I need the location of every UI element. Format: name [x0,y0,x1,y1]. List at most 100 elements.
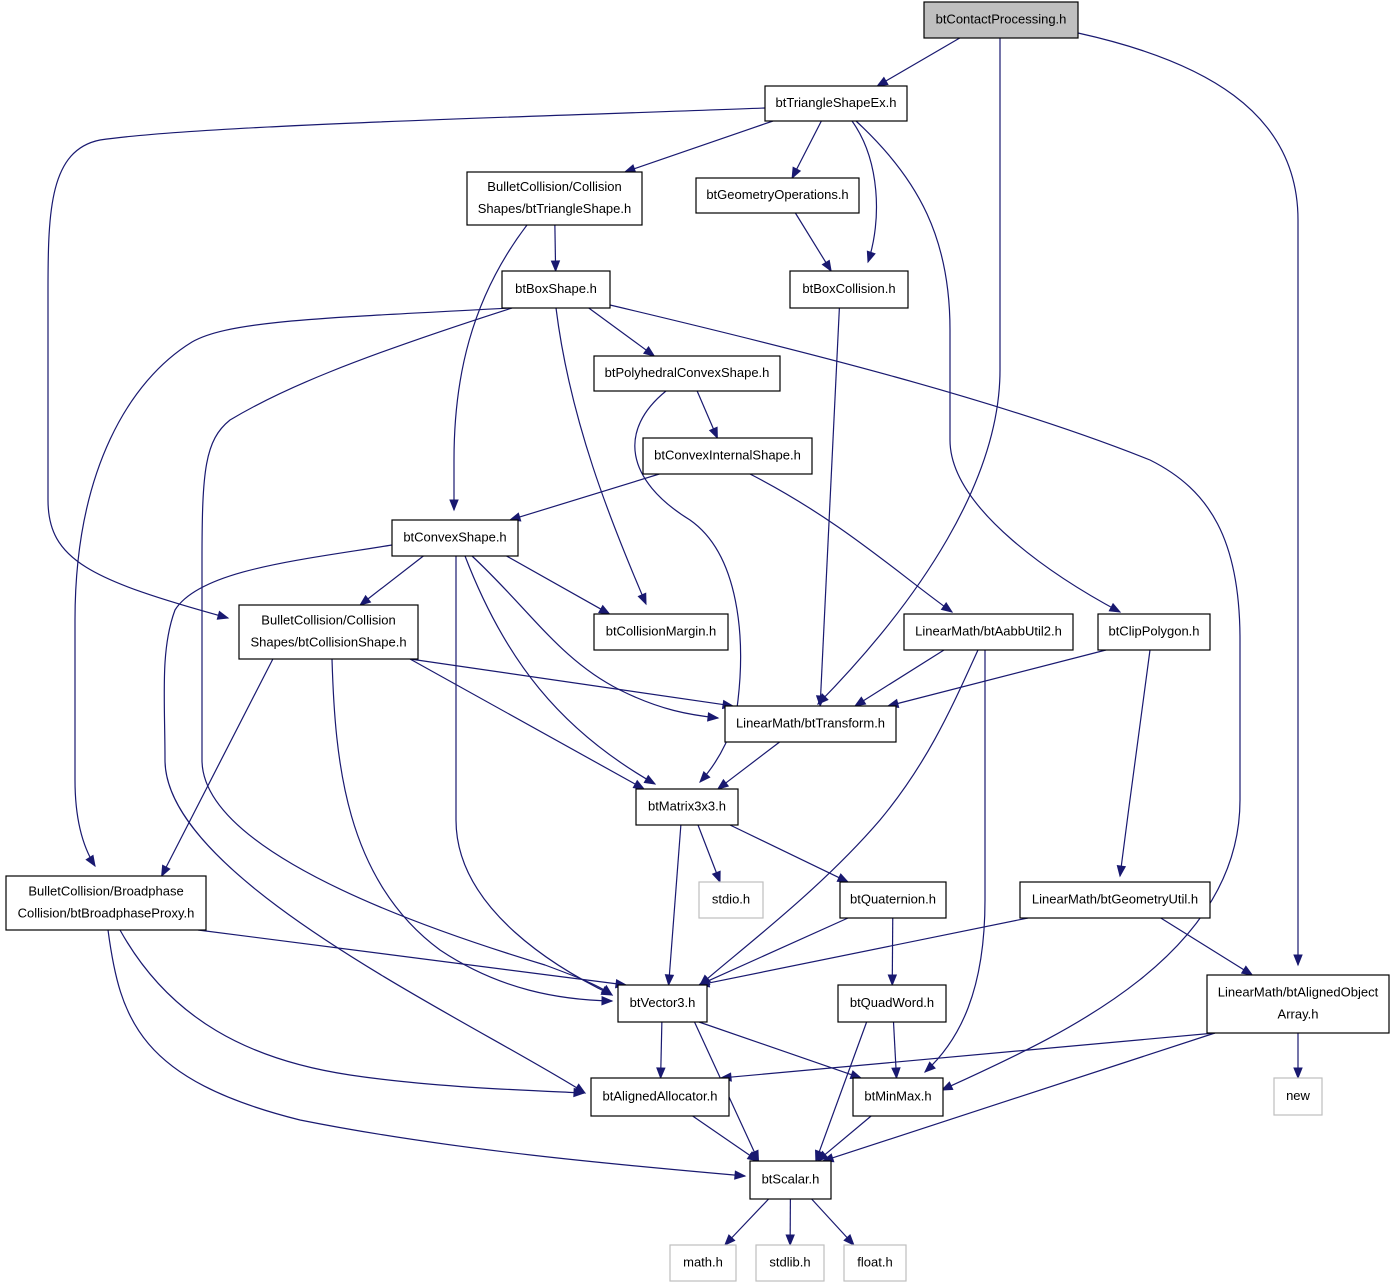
edge-alignedalloc-to-scalar [692,1115,760,1162]
node-vector3[interactable]: btVector3.h [617,984,708,1023]
edge-bc_broadphase-to-scalar [107,929,747,1180]
edge-quaternion-to-quadword [887,917,898,987]
node-polyconvex[interactable]: btPolyhedralConvexShape.h [593,355,781,392]
node-label: new [1286,1088,1310,1103]
node-box [837,984,947,1023]
edge-line [660,1021,663,1070]
edge-line [464,555,656,785]
node-box [903,613,1074,651]
node-boxcoll[interactable]: btBoxCollision.h [789,270,909,309]
arrowhead-icon [1293,954,1303,967]
node-stdlib: stdlib.h [755,1244,825,1282]
arrowhead-icon [849,1070,863,1080]
node-clippoly[interactable]: btClipPolygon.h [1097,613,1211,651]
arrowhead-icon [1116,864,1127,878]
node-label: btScalar.h [762,1171,820,1186]
node-convexshape[interactable]: btConvexShape.h [391,519,519,557]
edge-quaternion-to-vector3 [697,917,849,986]
edge-bc_broadphase-to-alignedalloc [119,929,586,1098]
arrowhead-icon [642,345,656,357]
node-box [698,881,764,919]
node-bc_broadphase[interactable]: BulletCollision/BroadphaseCollision/btBr… [5,875,207,931]
edge-line [609,304,1241,1091]
node-box [5,875,207,931]
node-label: btBoxCollision.h [802,281,895,296]
edge-boxcoll-to-transform [815,307,840,708]
node-box [1097,613,1211,651]
arrowhead-icon [664,974,675,987]
edge-line [730,1198,770,1239]
edge-line [668,824,682,977]
edge-bc_broadphase-to-vector3 [197,929,628,989]
node-label: math.h [683,1254,723,1269]
node-geomops[interactable]: btGeometryOperations.h [695,177,860,214]
edge-line [811,1198,849,1239]
arrowhead-icon [601,996,614,1006]
edge-line [554,224,557,263]
node-boxshape[interactable]: btBoxShape.h [501,270,611,309]
edge-line [851,120,878,263]
edge-line [794,212,827,264]
node-label: btAlignedAllocator.h [603,1088,718,1103]
node-label: LinearMath/btAabbUtil2.h [915,623,1062,638]
arrowhead-icon [924,1061,936,1073]
edge-geomutil-to-vector3 [697,917,1029,988]
node-label: Collision/btBroadphaseProxy.h [18,905,195,920]
node-collmargin[interactable]: btCollisionMargin.h [593,613,729,651]
node-scalar[interactable]: btScalar.h [749,1160,832,1200]
node-transform[interactable]: LinearMath/btTransform.h [724,705,897,743]
node-label: btMinMax.h [864,1088,931,1103]
arrowhead-icon [573,1087,586,1098]
arrowhead-icon [449,499,459,512]
node-label: btConvexInternalShape.h [654,447,801,462]
arrowhead-icon [707,712,720,722]
arrowhead-icon [866,250,876,264]
node-label: BulletCollision/Collision [261,612,395,627]
node-bc_collshape[interactable]: BulletCollision/CollisionShapes/btCollis… [238,604,419,660]
node-label: BulletCollision/Collision [487,179,621,194]
edge-convexinternal-to-aabbutil [749,473,954,613]
node-matrix[interactable]: btMatrix3x3.h [635,788,739,826]
edge-root-to-trishapeex [876,37,961,87]
node-box [669,1244,737,1282]
edge-alignedobj-to-new [1293,1033,1303,1080]
node-quaternion[interactable]: btQuaternion.h [839,881,947,919]
arrowhead-icon [637,592,647,606]
edge-line [795,120,822,171]
arrowhead-icon [891,1067,901,1080]
node-geomutil[interactable]: LinearMath/btGeometryUtil.h [1019,881,1211,919]
node-convexinternal[interactable]: btConvexInternalShape.h [642,437,813,475]
edge-trishapeex-to-bc_collshape [47,107,766,620]
edge-line [724,741,780,785]
arrowhead-icon [656,1067,666,1080]
node-aabbutil[interactable]: LinearMath/btAabbUtil2.h [903,613,1074,651]
node-quadword[interactable]: btQuadWord.h [837,984,947,1023]
node-bc_trishape[interactable]: BulletCollision/CollisionShapes/btTriang… [466,171,643,226]
node-alignedalloc[interactable]: btAlignedAllocator.h [590,1077,730,1117]
edge-line [471,555,719,719]
node-box [501,270,611,309]
arrowhead-icon [643,774,657,785]
node-box [593,355,781,392]
edge-trishapeex-to-geomops [791,120,822,180]
node-box [789,270,909,309]
node-box [923,1,1079,39]
node-label: stdlib.h [769,1254,810,1269]
edge-line [165,658,274,869]
arrowhead-icon [600,986,614,996]
node-label: LinearMath/btTransform.h [736,715,885,730]
node-root[interactable]: btContactProcessing.h [923,1,1079,39]
edge-line [896,649,1107,705]
arrowhead-icon [598,604,611,615]
edge-line [107,929,746,1177]
edge-bc_collshape-to-bc_broadphase [161,658,274,878]
node-trishapeex[interactable]: btTriangleShapeEx.h [764,85,908,122]
node-minmax[interactable]: btMinMax.h [852,1077,944,1117]
arrowhead-icon [359,594,372,606]
arrowhead-icon [161,864,171,878]
node-box [635,788,739,826]
arrowhead-icon [632,779,646,790]
node-label: btPolyhedralConvexShape.h [605,365,770,380]
edge-line [706,917,849,982]
